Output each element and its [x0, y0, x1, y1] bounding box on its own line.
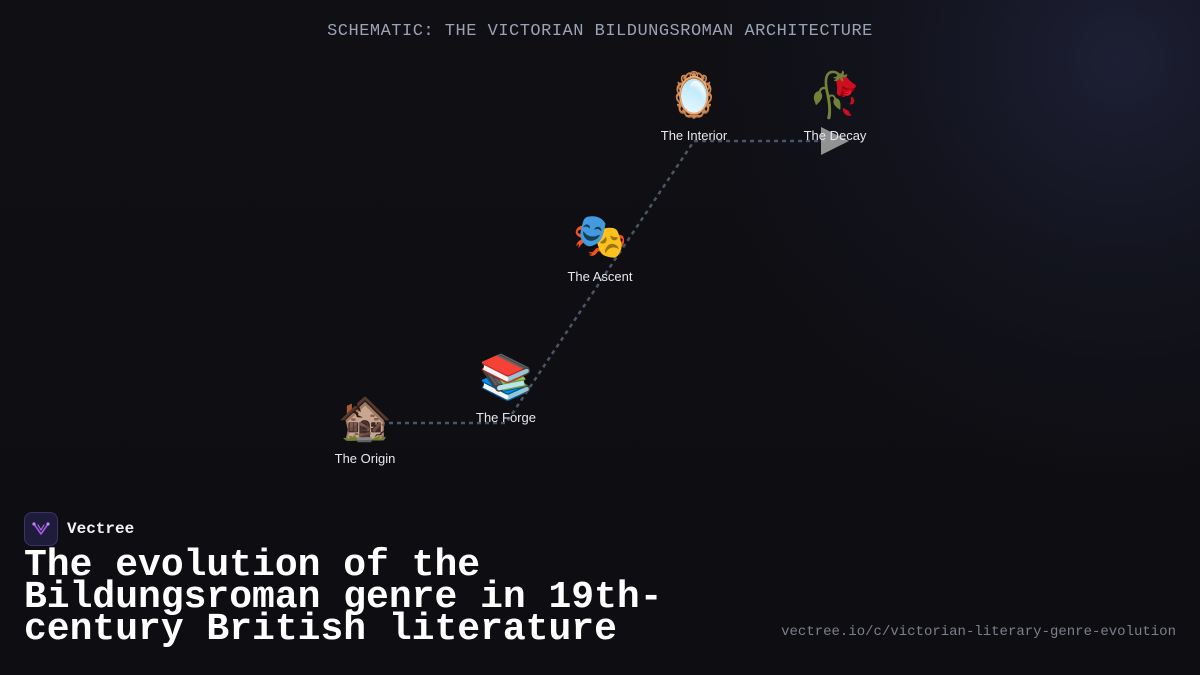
node-forge[interactable]: 📚 The Forge [446, 352, 566, 425]
schematic-title: SCHEMATIC: THE VICTORIAN BILDUNGSROMAN A… [327, 22, 873, 41]
arrowhead-icon [821, 127, 849, 155]
node-label: The Forge [476, 410, 536, 425]
source-url[interactable]: vectree.io/c/victorian-literary-genre-ev… [781, 624, 1176, 640]
page-title: The evolution of the Bildungsroman genre… [24, 544, 663, 651]
books-icon: 📚 [478, 353, 534, 402]
node-decay[interactable]: 🥀 The Decay [775, 70, 895, 143]
node-label: The Origin [334, 451, 396, 466]
mirror-icon: 🪞 [666, 71, 722, 120]
theater-masks-icon: 🎭 [572, 212, 628, 261]
node-ascent[interactable]: 🎭 The Ascent [540, 211, 660, 284]
node-interior[interactable]: 🪞 The Interior [634, 70, 754, 143]
wilted-flower-icon: 🥀 [807, 71, 863, 120]
vectree-logo-icon [24, 512, 58, 546]
node-label: The Decay [803, 128, 867, 143]
house-icon: 🏚️ [337, 394, 393, 443]
node-origin[interactable]: 🏚️ The Origin [305, 393, 425, 466]
node-label: The Interior [660, 128, 728, 143]
brand-name: Vectree [67, 520, 135, 538]
brand[interactable]: Vectree [24, 512, 134, 546]
node-label: The Ascent [567, 269, 633, 284]
